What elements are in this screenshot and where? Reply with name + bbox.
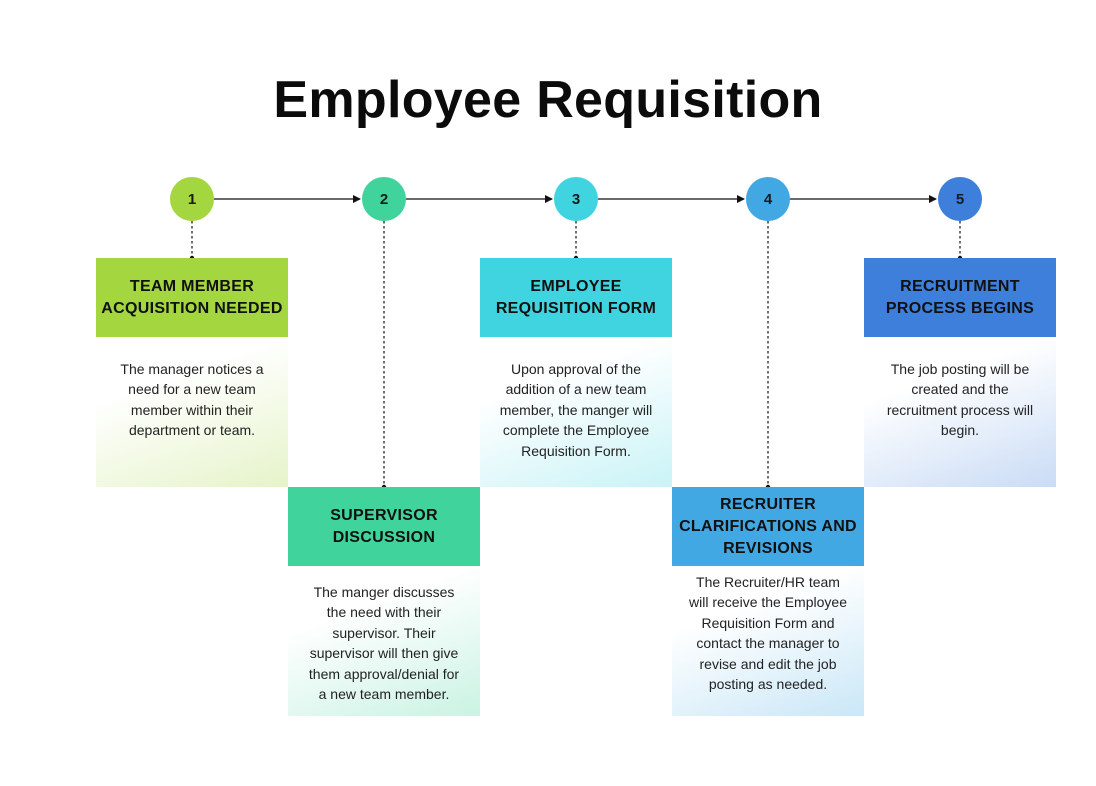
step-number: 3: [571, 190, 581, 208]
step-3-circle: 3: [554, 177, 598, 221]
step-3-description: Upon approval of the addition of a new t…: [480, 337, 672, 487]
step-1-circle: 1: [170, 177, 214, 221]
step-2-heading: SUPERVISOR DISCUSSION: [288, 487, 480, 566]
step-1-heading: TEAM MEMBER ACQUISITION NEEDED: [96, 258, 288, 337]
step-5-circle: 5: [938, 177, 982, 221]
step-number: 1: [187, 190, 197, 208]
step-number: 2: [379, 190, 389, 208]
step-5-heading: RECRUITMENT PROCESS BEGINS: [864, 258, 1056, 337]
step-4-circle: 4: [746, 177, 790, 221]
step-3-heading: EMPLOYEE REQUISITION FORM: [480, 258, 672, 337]
step-4-heading: RECRUITER CLARIFICATIONS AND REVISIONS: [672, 487, 864, 566]
step-5-description: The job posting will be created and the …: [864, 337, 1056, 487]
step-1-description: The manager notices a need for a new tea…: [96, 337, 288, 487]
step-2-circle: 2: [362, 177, 406, 221]
step-2-description: The manger discusses the need with their…: [288, 566, 480, 716]
step-number: 4: [763, 190, 773, 208]
page-title: Employee Requisition: [273, 71, 823, 129]
step-number: 5: [955, 190, 965, 208]
step-4-description: The Recruiter/HR team will receive the E…: [672, 566, 864, 716]
